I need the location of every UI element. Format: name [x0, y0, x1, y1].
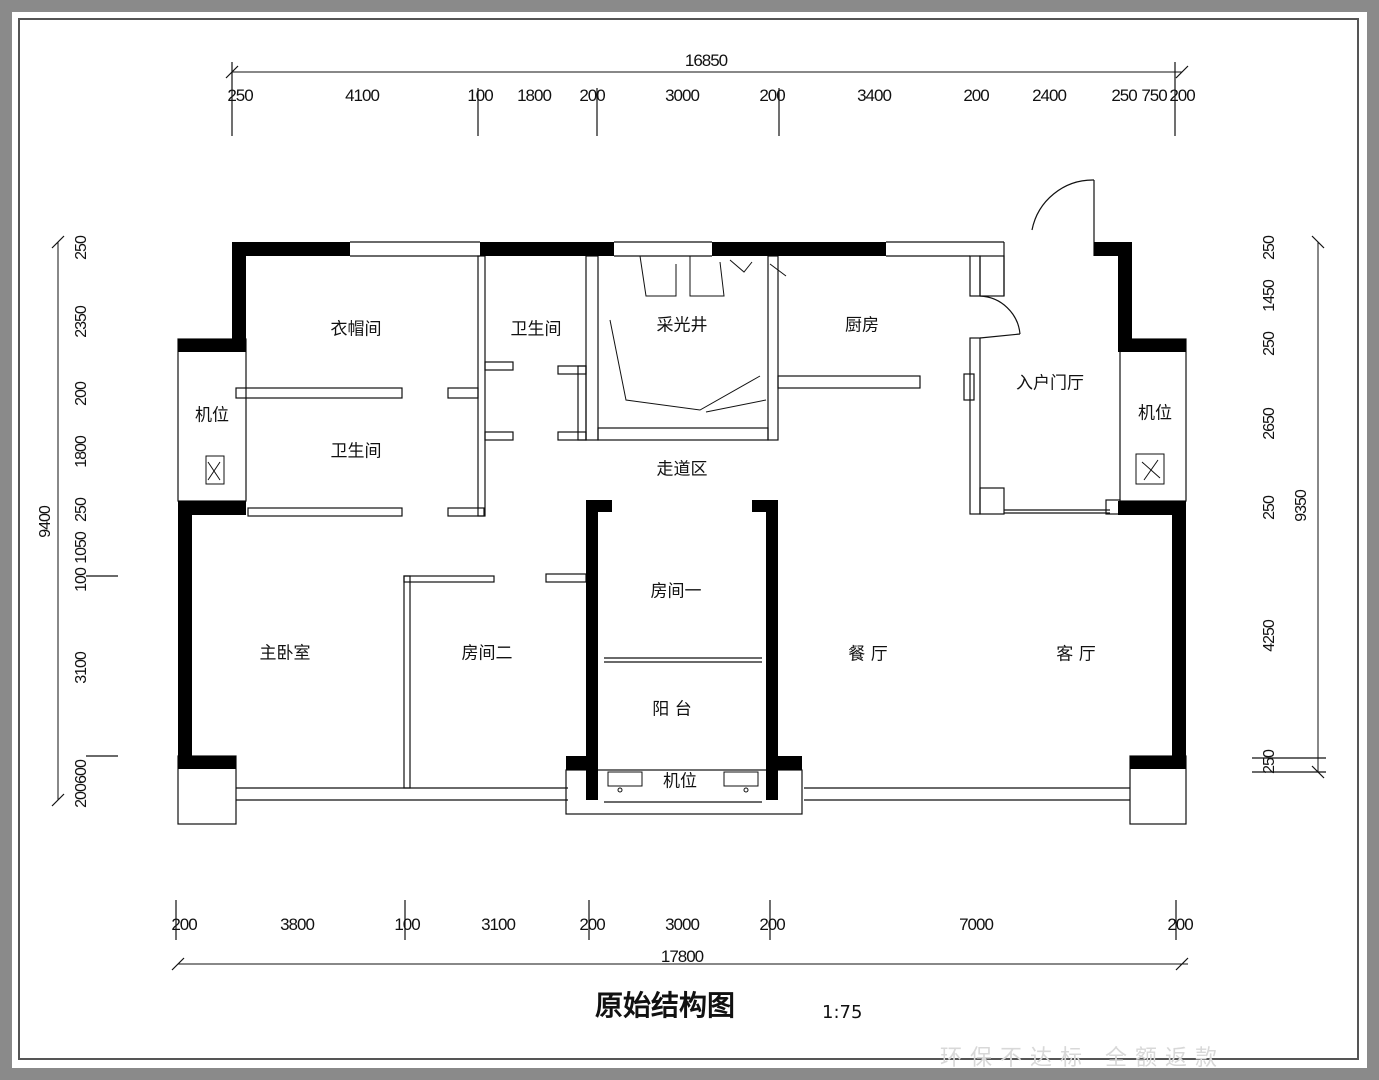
top-dimension-1: 250 — [227, 86, 253, 105]
left-dimension-1: 250 — [73, 236, 90, 260]
room-label-lightwell: 采光井 — [656, 315, 708, 336]
top-dimension-10: 2400 — [1032, 86, 1067, 105]
right-dimension-4: 2650 — [1261, 408, 1278, 440]
bottom-dimension-6: 3000 — [665, 915, 700, 934]
room-label-living: 客 厅 — [1056, 644, 1096, 665]
entry-door — [979, 179, 1095, 339]
room-label-balcony: 阳 台 — [652, 699, 692, 720]
bottom-dimension-3: 100 — [394, 915, 420, 934]
room-label-dining: 餐 厅 — [848, 644, 888, 665]
top-dimension-5: 200 — [579, 86, 605, 105]
drawing-title: 原始结构图 — [594, 989, 736, 1022]
room-label-machine-left: 机位 — [195, 405, 229, 426]
room-label-room-one: 房间一 — [650, 581, 702, 602]
watermark-text: 环保不达标 全额返款 — [940, 1046, 1225, 1071]
bottom-dimension-lines — [171, 900, 1189, 971]
room-label-master-bedroom: 主卧室 — [259, 643, 311, 664]
top-dimension-8: 3400 — [857, 86, 892, 105]
bottom-dimension-5: 200 — [579, 915, 605, 934]
room-label-corridor: 走道区 — [656, 459, 708, 480]
structural-walls — [178, 242, 1186, 800]
lightwell-details — [609, 255, 787, 413]
left-dimension-9: 600 — [73, 760, 90, 784]
left-dimension-8: 3100 — [73, 652, 90, 684]
room-label-room-two: 房间二 — [461, 643, 513, 664]
bottom-dimension-1: 200 — [171, 915, 197, 934]
bottom-total-dimension: 17800 — [660, 947, 704, 966]
top-dimension-3: 100 — [467, 86, 493, 105]
top-dimension-4: 1800 — [517, 86, 552, 105]
right-dimension-6: 4250 — [1261, 620, 1278, 652]
top-total-dimension: 16850 — [684, 51, 728, 70]
bottom-dimension-8: 7000 — [959, 915, 994, 934]
top-dimension-11: 250 — [1111, 86, 1137, 105]
left-dimension-6: 1050 — [73, 532, 90, 564]
room-label-bathroom-lower: 卫生间 — [330, 441, 382, 462]
top-dimension-9: 200 — [963, 86, 989, 105]
top-dimension-6: 3000 — [665, 86, 700, 105]
bottom-dimension-2: 3800 — [280, 915, 315, 934]
right-total-dimension: 9350 — [1293, 490, 1310, 522]
right-dimension-2: 1450 — [1261, 280, 1278, 312]
left-dimension-3: 200 — [73, 382, 90, 406]
room-label-kitchen: 厨房 — [845, 315, 879, 336]
top-dimension-2: 4100 — [345, 86, 380, 105]
left-total-dimension: 9400 — [37, 506, 54, 538]
left-dimension-4: 1800 — [73, 436, 90, 468]
thin-wall-outlines — [177, 241, 1187, 825]
top-dimension-13: 200 — [1169, 86, 1195, 105]
bottom-dimension-9: 200 — [1167, 915, 1193, 934]
left-dimension-5: 250 — [73, 498, 90, 522]
right-dimension-lines — [1252, 235, 1326, 779]
left-dimension-2: 2350 — [73, 306, 90, 338]
right-dimension-3: 250 — [1261, 332, 1278, 356]
left-dimension-10: 200 — [73, 784, 90, 808]
room-label-entry-hall: 入户门厅 — [1016, 373, 1084, 394]
top-dimension-lines — [225, 62, 1189, 136]
left-dimension-7: 100 — [73, 568, 90, 592]
room-label-bathroom-upper: 卫生间 — [510, 319, 562, 340]
bottom-dimension-4: 3100 — [481, 915, 516, 934]
drawing-scale: 1:75 — [822, 1002, 863, 1023]
room-label-machine-bottom: 机位 — [663, 771, 697, 792]
top-dimension-12: 750 — [1141, 86, 1167, 105]
top-dimension-7: 200 — [759, 86, 785, 105]
machine-unit-details — [205, 453, 1165, 793]
room-label-machine-right: 机位 — [1138, 403, 1172, 424]
room-label-cloakroom: 衣帽间 — [330, 319, 382, 340]
right-dimension-1: 250 — [1261, 236, 1278, 260]
right-dimension-7: 250 — [1261, 750, 1278, 774]
bottom-dimension-7: 200 — [759, 915, 785, 934]
sheet-border-inner — [18, 18, 1359, 1060]
left-dimension-lines — [51, 235, 118, 807]
right-dimension-5: 250 — [1261, 496, 1278, 520]
